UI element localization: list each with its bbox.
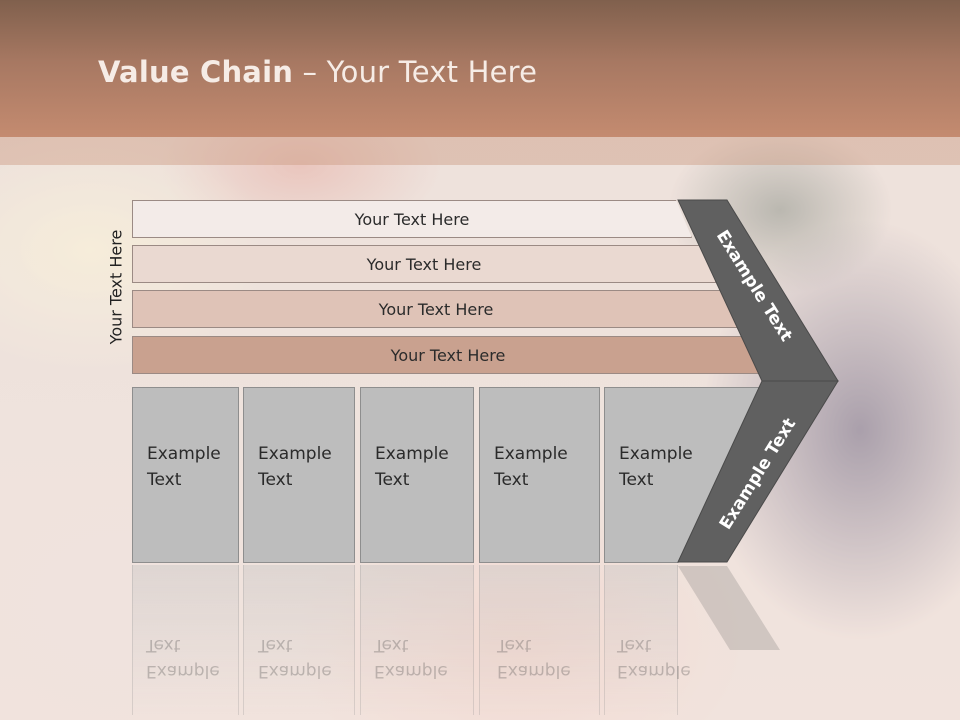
activity-box-3-line1: Example — [375, 444, 449, 464]
value-bar-1[interactable]: Your Text Here — [132, 200, 692, 238]
activity-box-4-line2: Text — [494, 470, 529, 490]
activity-box-2-line1: Example — [258, 444, 332, 464]
activity-box-3-line2: Text — [375, 470, 410, 490]
activity-box-5-line1: Example — [619, 444, 693, 464]
value-bar-2-label: Your Text Here — [366, 254, 482, 274]
activity-box-5-line2: Text — [619, 470, 654, 490]
box-reflection-5 — [604, 565, 678, 715]
value-bar-4-label: Your Text Here — [390, 345, 506, 365]
activity-box-1-line1: Example — [147, 444, 221, 464]
value-bar-3[interactable]: Your Text Here — [132, 290, 740, 328]
chevron-lower-arm — [677, 380, 839, 563]
title-banner — [0, 0, 960, 137]
value-bar-3-label: Your Text Here — [378, 299, 494, 319]
banner-strip — [0, 137, 960, 165]
activity-box-2-line2: Text — [258, 470, 293, 490]
box-reflection-2 — [243, 565, 355, 715]
activity-box-4-line1: Example — [494, 444, 568, 464]
value-bar-1-label: Your Text Here — [354, 209, 470, 229]
value-bar-4[interactable]: Your Text Here — [132, 336, 764, 374]
box-reflection-1 — [132, 565, 239, 715]
box-reflection-3 — [360, 565, 474, 715]
value-bar-2[interactable]: Your Text Here — [132, 245, 716, 283]
box-reflection-4 — [479, 565, 600, 715]
activity-box-1-line2: Text — [147, 470, 182, 490]
chevron-reflection — [678, 566, 780, 650]
title-rest: – Your Text Here — [293, 55, 538, 89]
page-title: Value Chain – Your Text Here — [98, 55, 537, 89]
title-bold: Value Chain — [98, 55, 294, 89]
